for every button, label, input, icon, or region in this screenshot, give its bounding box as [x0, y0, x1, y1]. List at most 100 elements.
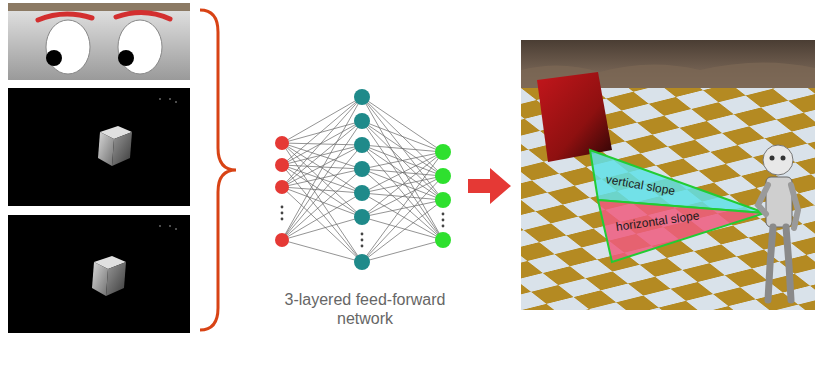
block-arrow	[468, 168, 511, 204]
neuron	[354, 209, 370, 225]
network-weight	[282, 240, 362, 262]
network-weight	[362, 145, 443, 152]
robot-arm	[758, 185, 768, 214]
star-dot	[159, 98, 161, 100]
humanoid-robot	[758, 145, 798, 300]
network-weight	[282, 121, 362, 240]
network-weight	[282, 187, 362, 262]
cube-face	[112, 132, 132, 166]
neuron	[435, 168, 451, 184]
robot-head	[763, 145, 793, 175]
star-dot	[175, 101, 177, 103]
ellipsis-dot	[361, 233, 364, 236]
network-weight	[282, 165, 362, 262]
curly-bracket	[200, 10, 236, 330]
face-background	[8, 3, 190, 11]
network-weight	[282, 193, 362, 240]
red-box	[537, 72, 612, 162]
ellipsis-dot	[361, 239, 364, 242]
neuron	[435, 192, 451, 208]
neuron	[275, 136, 289, 150]
neuron	[354, 137, 370, 153]
network-weight	[362, 121, 443, 240]
network-weight	[282, 97, 362, 240]
network-weight	[362, 200, 443, 217]
neuron	[275, 233, 289, 247]
neuron	[354, 113, 370, 129]
star-dot	[175, 228, 177, 230]
camera-view-image	[8, 88, 190, 206]
neuron	[435, 232, 451, 248]
neural-network	[275, 89, 451, 270]
network-weight	[362, 145, 443, 200]
network-weight	[362, 217, 443, 240]
robot-arm	[791, 185, 798, 228]
ellipsis-dot	[281, 206, 284, 209]
camera-view-image	[8, 215, 190, 333]
ellipsis-dot	[442, 219, 445, 222]
camera-panel	[8, 215, 190, 333]
ellipsis-dot	[442, 213, 445, 216]
pupil	[46, 50, 62, 66]
robot-leg	[786, 227, 791, 300]
network-weight	[282, 121, 362, 165]
cube-face	[92, 262, 108, 296]
robot-eye	[781, 156, 786, 161]
checker-floor	[521, 40, 815, 310]
neuron	[275, 158, 289, 172]
ellipsis-dot	[281, 212, 284, 215]
neuron	[354, 254, 370, 270]
cube-face	[98, 132, 114, 166]
robot-leg	[768, 227, 773, 300]
network-weight	[362, 121, 443, 200]
neuron	[354, 185, 370, 201]
network-weight	[282, 145, 362, 165]
network-weight	[282, 187, 362, 217]
network-caption: 3-layered feed-forward network	[268, 290, 462, 328]
network-weight	[282, 121, 362, 143]
eye	[118, 20, 162, 74]
horizontal-slope-triangle	[598, 200, 765, 262]
neuron	[354, 161, 370, 177]
network-weight	[362, 97, 443, 152]
network-weight	[362, 121, 443, 176]
network-weight	[362, 176, 443, 217]
network-weight	[362, 176, 443, 262]
network-weight	[282, 97, 362, 187]
network-weight	[282, 169, 362, 240]
ellipsis-dot	[281, 218, 284, 221]
eyebrow	[38, 14, 92, 20]
neuron	[354, 89, 370, 105]
network-weight	[282, 121, 362, 187]
network-weight	[362, 152, 443, 262]
network-weight	[362, 121, 443, 152]
network-weight	[362, 152, 443, 169]
star-dot	[169, 98, 171, 100]
network-weight	[282, 143, 362, 169]
network-weight	[282, 97, 362, 143]
network-weight	[362, 152, 443, 193]
camera-panel	[8, 88, 190, 206]
network-weight	[362, 200, 443, 262]
network-weight	[362, 169, 443, 240]
neuron	[435, 144, 451, 160]
cube-face	[106, 262, 126, 296]
robot-eye	[770, 156, 775, 161]
eyebrow	[116, 12, 170, 19]
network-weight	[362, 145, 443, 176]
network-weight	[362, 97, 443, 176]
network-weight	[282, 143, 362, 262]
neuron	[275, 180, 289, 194]
robot-face-image	[8, 3, 190, 80]
pupil	[118, 50, 134, 66]
network-weight	[362, 145, 443, 240]
network-weight	[282, 145, 362, 240]
star-dot	[169, 225, 171, 227]
ellipsis-dot	[361, 245, 364, 248]
ellipsis-dot	[442, 225, 445, 228]
simulation-scene	[521, 40, 815, 310]
network-weight	[282, 217, 362, 240]
face-panel	[8, 3, 190, 80]
